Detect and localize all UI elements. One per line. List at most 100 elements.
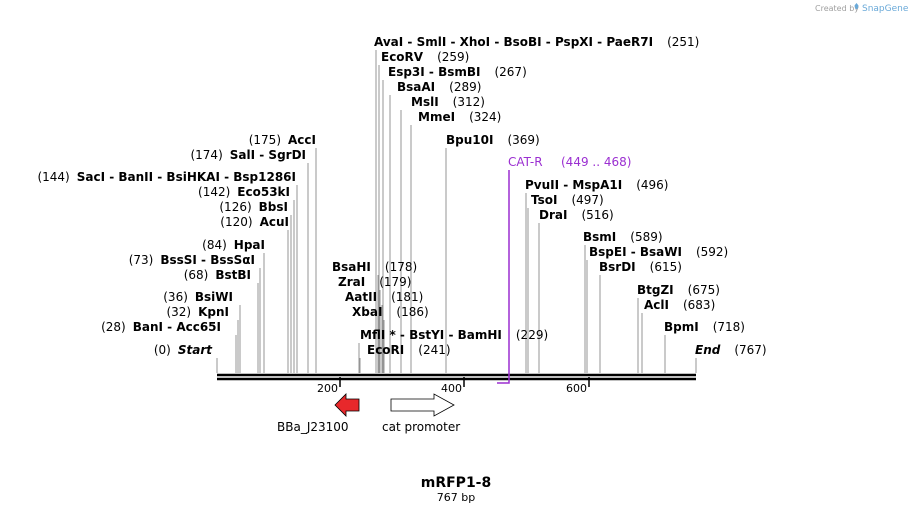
restriction-site[interactable]: SacI - BanII - BsiHKAI - Bsp1286I (144) (37, 170, 296, 184)
restriction-site[interactable]: BssSI - BssSαI(73) (129, 253, 255, 267)
restriction-site[interactable]: BspEI - BsaWI (592) (589, 245, 728, 259)
restriction-site[interactable]: BsiWI(36) (163, 290, 233, 304)
site-position: (32) (166, 305, 191, 319)
ruler: 200 400 600 (317, 377, 590, 395)
site-position: (241) (418, 343, 450, 357)
restriction-site[interactable]: AatII (181) (345, 290, 423, 304)
restriction-site[interactable]: BsaAI (289) (397, 80, 481, 94)
site-position: (178) (385, 260, 417, 274)
restriction-site[interactable]: BstBI(68) (184, 268, 251, 282)
site-position: (174) (190, 148, 222, 162)
primer-range: (449 .. 468) (561, 155, 631, 169)
site-position: (144) (37, 170, 69, 184)
site-position: (186) (396, 305, 428, 319)
restriction-site[interactable]: MmeI(324) (418, 110, 501, 124)
feature-label: BBa_J23100 (277, 420, 349, 434)
site-name: TsoI (531, 193, 557, 207)
tick-label-200: 200 (317, 382, 338, 395)
site-name: AvaI - SmlI - XhoI - BsoBI - PspXI - Pae… (374, 35, 653, 49)
site-name: Bpu10I (446, 133, 493, 147)
site-name: PvuII - MspA1I (525, 178, 622, 192)
tick-label-600: 600 (566, 382, 587, 395)
restriction-site[interactable]: MflI * - BstYI - BamHI(229) (360, 328, 548, 342)
snapgene-logo-icon (854, 3, 859, 9)
site-name: BsaAI (397, 80, 435, 94)
site-position: (289) (449, 80, 481, 94)
restriction-site[interactable]: BanI - Acc65I(28) (101, 320, 221, 334)
site-position: (267) (494, 65, 526, 79)
restriction-site[interactable]: EcoRV(259) (381, 50, 469, 64)
site-name: BsaHI (332, 260, 371, 274)
site-position: (84) (202, 238, 227, 252)
plasmid-size: 767 bp (437, 491, 475, 504)
site-name: KpnI (198, 305, 229, 319)
site-name: BsrDI (599, 260, 636, 274)
restriction-site[interactable]: BbsI(126) (219, 200, 288, 214)
restriction-site[interactable]: AvaI - SmlI - XhoI - BsoBI - PspXI - Pae… (374, 35, 699, 49)
restriction-site[interactable]: End(767) (695, 343, 767, 357)
feature-cat-promoter[interactable]: cat promoter (382, 393, 460, 434)
restriction-site[interactable]: HpaI (84) (202, 238, 265, 252)
restriction-site[interactable]: AccI(175) (249, 133, 316, 147)
restriction-site[interactable]: AcuI(120) (220, 215, 289, 229)
site-name: EcoRI (367, 343, 404, 357)
restriction-site[interactable]: BtgZI(675) (637, 283, 720, 297)
site-name: DraI (539, 208, 567, 222)
right-arrow-icon (390, 393, 455, 417)
site-position: (589) (630, 230, 662, 244)
restriction-site[interactable]: BsaHI (178) (332, 260, 417, 274)
restriction-site[interactable]: BsmI(589) (583, 230, 663, 244)
restriction-site[interactable]: ZraI(179) (338, 275, 411, 289)
site-name: Esp3I - BsmBI (388, 65, 480, 79)
site-position: (36) (163, 290, 188, 304)
restriction-site[interactable]: PvuII - MspA1I(496) (525, 178, 668, 192)
site-name: End (695, 343, 721, 357)
site-position: (615) (650, 260, 682, 274)
restriction-site[interactable]: SalI - SgrDI (174) (190, 148, 306, 162)
restriction-site[interactable]: MslI(312) (411, 95, 485, 109)
site-position: (683) (683, 298, 715, 312)
site-position: (675) (688, 283, 720, 297)
site-name: BstBI (215, 268, 251, 282)
site-position: (73) (129, 253, 154, 267)
restriction-site[interactable]: DraI (516) (539, 208, 614, 222)
site-leader-lines (216, 50, 697, 373)
restriction-site[interactable]: BpmI (718) (664, 320, 745, 334)
site-name: SacI - BanII - BsiHKAI - Bsp1286I (77, 170, 296, 184)
site-name: AclI (644, 298, 669, 312)
site-position: (497) (571, 193, 603, 207)
site-position: (516) (581, 208, 613, 222)
site-name: AccI (288, 133, 316, 147)
site-name: BpmI (664, 320, 699, 334)
site-position: (179) (379, 275, 411, 289)
restriction-site[interactable]: AclI (683) (644, 298, 715, 312)
credit-text: Created by (815, 4, 859, 13)
restriction-site[interactable]: XbaI(186) (352, 305, 429, 319)
site-name: Start (178, 343, 213, 357)
restriction-site[interactable]: TsoI (497) (531, 193, 604, 207)
site-position: (718) (713, 320, 745, 334)
restriction-site[interactable]: Esp3I - BsmBI (267) (388, 65, 527, 79)
site-name: AcuI (260, 215, 289, 229)
site-position: (181) (391, 290, 423, 304)
site-name: MmeI (418, 110, 455, 124)
site-name: AatII (345, 290, 377, 304)
primer-cat-r[interactable]: CAT-R (449 .. 468) (497, 155, 631, 384)
restriction-site[interactable]: EcoRI (241) (367, 343, 451, 357)
site-name: BspEI - BsaWI (589, 245, 682, 259)
restriction-site[interactable]: KpnI (32) (166, 305, 229, 319)
dna-backbone (217, 373, 696, 381)
feature-label: cat promoter (382, 420, 460, 434)
restriction-site[interactable]: Eco53kI(142) (198, 185, 290, 199)
site-position: (592) (696, 245, 728, 259)
tick-label-400: 400 (441, 382, 462, 395)
site-name: MflI * - BstYI - BamHI (360, 328, 502, 342)
restriction-site[interactable]: Bpu10I(369) (446, 133, 540, 147)
restriction-site[interactable]: BsrDI (615) (599, 260, 682, 274)
site-name: HpaI (234, 238, 265, 252)
restriction-site[interactable]: Start(0) (154, 343, 213, 357)
feature-bba-j23100[interactable]: BBa_J23100 (277, 393, 360, 434)
site-position: (28) (101, 320, 126, 334)
site-name: SalI - SgrDI (230, 148, 306, 162)
